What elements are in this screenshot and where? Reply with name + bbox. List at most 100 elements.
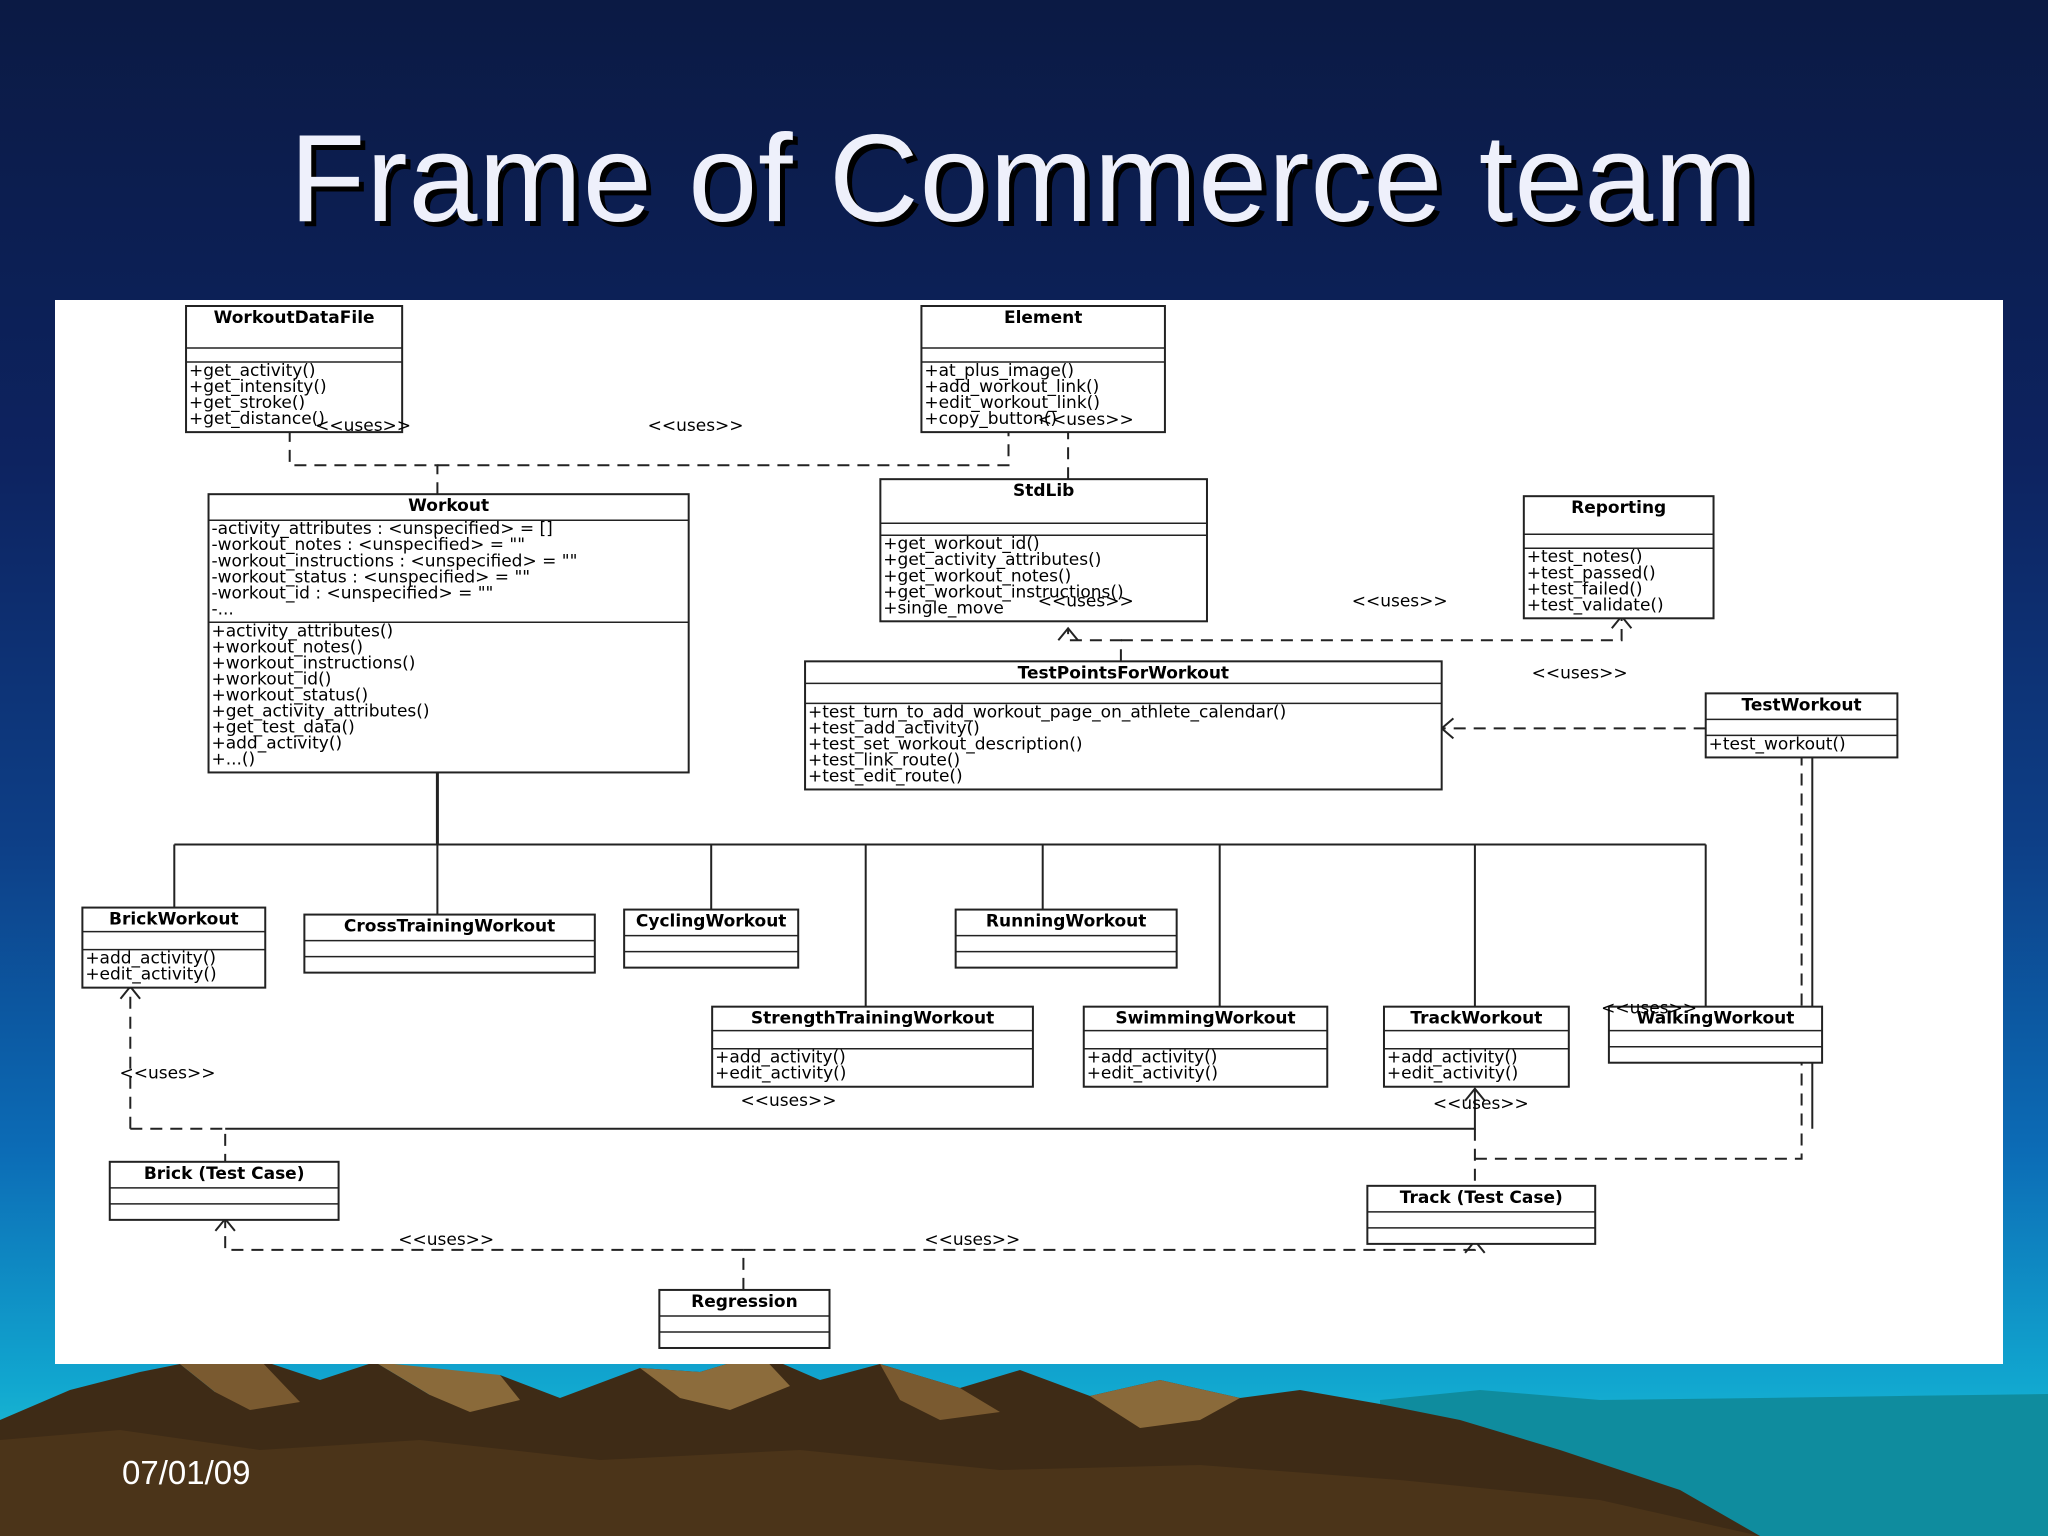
class-name: Brick (Test Case) <box>144 1164 305 1184</box>
class-name: StrengthTrainingWorkout <box>751 1009 994 1029</box>
class-operation: +edit_workout_link() <box>924 393 1100 413</box>
track-class: TrackWorkout +add_activity()+edit_activit… <box>1382 1005 1570 1088</box>
class-name: CyclingWorkout <box>636 912 787 932</box>
class-name: TrackWorkout <box>1410 1009 1542 1029</box>
class-operation: +single_move <box>883 598 1004 618</box>
class-operation: +test_edit_route() <box>808 766 963 786</box>
class-name: StdLib <box>1013 481 1074 501</box>
class-operation: +get_intensity() <box>189 377 327 397</box>
slide-date: 07/01/09 <box>122 1454 251 1491</box>
class-boxes: WorkoutDataFile +get_activity()+get_inten… <box>81 305 1899 1349</box>
class-name: Element <box>1004 308 1082 328</box>
class-operation: +edit_activity() <box>1087 1064 1218 1084</box>
dependency-line <box>288 420 439 495</box>
testworkout-class: TestWorkout+test_workout() <box>1704 692 1899 759</box>
class-operation: +copy_button() <box>924 409 1057 429</box>
brickworkout-class: BrickWorkout +add_activity()+edit_activit… <box>81 906 267 989</box>
class-name: CrossTrainingWorkout <box>344 917 555 937</box>
dependency-line <box>1474 740 1803 1160</box>
dependency-line <box>1120 616 1623 642</box>
class-operation: +edit_activity() <box>715 1064 846 1084</box>
class-name: WorkoutDataFile <box>214 308 375 328</box>
uses-label: <<uses>> <box>398 1230 494 1250</box>
uses-label: <<uses>> <box>120 1064 216 1084</box>
track-tc-class: Track (Test Case) <box>1366 1184 1597 1245</box>
class-operation: +get_workout_notes() <box>883 566 1071 586</box>
uml-class-diagram: WorkoutDataFile +get_activity()+get_inten… <box>55 300 2003 1364</box>
dependency-line <box>130 1127 227 1162</box>
testpoints-class: TestPointsForWorkout +test_turn_to_add_wo… <box>804 660 1443 791</box>
class-name: SwimmingWorkout <box>1115 1009 1295 1029</box>
element-class: Element +at_plus_image()+add_workout_link… <box>920 305 1166 434</box>
class-name: Reporting <box>1571 498 1666 518</box>
uses-label: <<uses>> <box>1601 999 1697 1019</box>
slide-title: Frame of Commerce team <box>289 110 1759 248</box>
class-operation: +workout_instructions() <box>211 653 415 673</box>
uses-label: <<uses>> <box>741 1091 837 1111</box>
class-operation: +test_turn_to_add_workout_page_on_athlet… <box>808 702 1286 722</box>
class-operation: +edit_activity() <box>85 965 216 985</box>
workout-class: Workout -activity_attributes : <unspecifi… <box>207 493 690 774</box>
cycling-class: CyclingWorkout <box>623 908 800 969</box>
class-operation: +activity_attributes() <box>211 621 393 641</box>
class-operation: +test_notes() <box>1527 547 1643 567</box>
workoutdatafile-class: WorkoutDataFile +get_activity()+get_inten… <box>185 305 404 434</box>
dependency-line <box>437 420 1010 467</box>
class-operation: +at_plus_image() <box>924 361 1074 381</box>
class-name: BrickWorkout <box>109 910 239 930</box>
class-name: Track (Test Case) <box>1400 1188 1563 1208</box>
class-operation: +get_distance() <box>189 409 325 429</box>
uses-label: <<uses>> <box>1433 1094 1529 1114</box>
brick-tc-class: Brick (Test Case) <box>108 1160 340 1221</box>
class-name: Regression <box>691 1292 798 1312</box>
class-operation: +workout_id() <box>211 669 331 689</box>
class-attribute: -workout_notes : <unspecified> = "" <box>211 535 525 555</box>
dependency-line <box>224 1218 745 1290</box>
uses-label: <<uses>> <box>1038 591 1134 611</box>
uses-label: <<uses>> <box>648 416 744 436</box>
class-operation: +test_validate() <box>1527 595 1664 615</box>
class-operation: +test_set_workout_description() <box>808 734 1083 754</box>
class-operation: +edit_activity() <box>1387 1064 1518 1084</box>
crosstraining-class: CrossTrainingWorkout <box>303 913 596 974</box>
relation-labels: <<uses>> <<uses>> <<uses>> <<uses>> <<uses>>… <box>120 410 1697 1250</box>
class-operation: +test_failed() <box>1527 579 1643 599</box>
class-name: TestPointsForWorkout <box>1018 663 1229 683</box>
class-attribute: -workout_instructions : <unspecified> = … <box>211 551 577 571</box>
class-operation: +test_workout() <box>1709 734 1846 754</box>
class-operation: +workout_status() <box>211 685 368 705</box>
class-name: Workout <box>408 496 489 516</box>
reporting-class: Reporting+test_notes()+test_passed()+tes… <box>1522 495 1715 620</box>
class-name: WalkingWorkout <box>1637 1009 1795 1029</box>
class-operation: +workout_notes() <box>211 637 363 657</box>
regression-class: Regression <box>658 1288 831 1349</box>
class-operation: +add_workout_link() <box>924 377 1099 397</box>
class-operation: +get_activity() <box>189 361 316 381</box>
class-operation: +get_workout_id() <box>883 534 1039 554</box>
class-attribute: -activity_attributes : <unspecified> = [… <box>211 519 552 539</box>
class-operation: +test_add_activity() <box>808 718 980 738</box>
dependency-line <box>1067 628 1122 662</box>
class-operation: +test_passed() <box>1527 563 1656 583</box>
class-operation: +get_activity_attributes() <box>211 701 429 721</box>
dependency-line <box>743 1240 1476 1251</box>
class-operation: +get_activity_attributes() <box>883 550 1101 570</box>
arrowhead <box>1057 626 1079 641</box>
walking-class: WalkingWorkout <box>1607 1005 1824 1064</box>
class-operation: +test_link_route() <box>808 750 960 770</box>
arrowhead <box>1464 1087 1486 1102</box>
uses-label: <<uses>> <box>1038 410 1134 430</box>
uses-label: <<uses>> <box>1352 591 1448 611</box>
class-operation: +add_activity() <box>85 949 216 969</box>
running-class: RunningWorkout <box>954 908 1178 969</box>
association-line <box>225 1088 1476 1130</box>
stdlib-class: StdLib +get_workout_id()+get_activity_att… <box>879 478 1208 623</box>
uses-label: <<uses>> <box>1532 663 1628 683</box>
class-attribute: -workout_status : <unspecified> = "" <box>211 567 530 587</box>
class-operation: +add_activity() <box>1387 1048 1518 1068</box>
class-attribute: -workout_id : <unspecified> = "" <box>211 583 493 603</box>
class-operation: +...() <box>211 749 255 769</box>
class-operation: +add_activity() <box>211 733 342 753</box>
class-operation: +add_activity() <box>715 1048 846 1068</box>
class-operation: +get_stroke() <box>189 393 305 413</box>
